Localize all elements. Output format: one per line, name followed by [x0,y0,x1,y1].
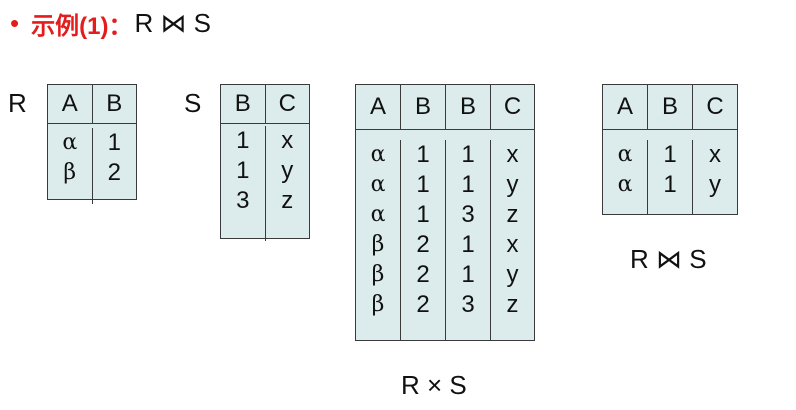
table-cell: z [506,291,519,318]
title-expression: R ⋈ S [134,7,212,38]
table-cell: 1 [416,201,430,228]
table-cell: α [370,172,386,197]
table-cell: x [506,141,519,168]
table-cell: x [281,127,294,154]
title-prefix: 示例(1)： [31,12,133,40]
table-column: x y [693,140,737,215]
relation-r-label: R [8,88,27,118]
table-cell: y [281,157,294,184]
table-cell: α [62,130,78,155]
table-cell: 1 [236,127,250,154]
relation-s-table: B C 1 1 3 x y z [220,84,310,241]
table-cell: 1 [461,231,475,258]
header-cell: B [221,85,266,123]
table-cell: y [506,171,519,198]
table-column: 1 1 3 1 1 3 [446,140,491,341]
table-cell: α [617,142,633,167]
table-cell: α [370,142,386,167]
table-cell: z [281,187,294,214]
join-caption: R ⋈ S [630,244,707,274]
table-column: α α α β β β [356,140,401,341]
join-table: A B C α α 1 1 x y [602,84,738,215]
table-cell: 2 [416,231,430,258]
table-header: A B B C [356,85,534,130]
header-cell: B [648,85,693,129]
header-cell: C [706,93,724,120]
table-cell: z [506,201,519,228]
table-column: x y z x y z [491,140,534,341]
header-cell: A [48,85,93,123]
table-column: α α [603,140,648,215]
table-column: 1 1 1 2 2 2 [401,140,446,341]
table-column: 1 2 [93,128,137,204]
table-column: α β [48,128,93,204]
table-cell: 1 [461,171,475,198]
table-header: A B [48,85,136,124]
table-column: 1 1 [648,140,693,215]
table-header: A B C [603,85,737,130]
table-cell: 1 [107,129,121,156]
slide-title: • 示例(1)： R ⋈ S [10,6,211,40]
header-cell: B [401,85,446,129]
table-cell: 2 [107,159,121,186]
header-cell: C [503,93,522,120]
header-cell: B [446,85,491,129]
table-cell: β [63,160,77,185]
table-cell: 2 [416,291,430,318]
table-cell: x [709,141,721,168]
table-cell: 1 [663,171,677,198]
table-header: B C [221,85,309,124]
table-cell: 3 [461,291,475,318]
table-cell: 1 [663,141,677,168]
table-cell: 1 [416,141,430,168]
table-cell: 1 [236,157,250,184]
table-cell: α [617,172,633,197]
table-cell: β [371,292,385,317]
table-column: x y z [266,126,310,241]
header-cell: A [356,85,401,129]
table-cell: 2 [416,261,430,288]
product-caption: R × S [401,370,467,400]
table-cell: y [709,171,721,198]
relation-s-label: S [184,88,202,118]
table-cell: β [371,232,385,257]
table-column: 1 1 3 [221,126,266,241]
header-cell: A [603,85,648,129]
table-cell: 1 [461,261,475,288]
relation-r-table: A B α β 1 2 [47,84,137,204]
table-cell: α [370,202,386,227]
header-cell: C [278,90,296,117]
table-cell: x [506,231,519,258]
table-cell: 3 [236,187,250,214]
table-cell: 1 [416,171,430,198]
table-cell: y [506,261,519,288]
bullet-point: • [10,8,20,38]
header-cell: B [106,90,123,117]
table-cell: β [371,262,385,287]
table-cell: 3 [461,201,475,228]
table-cell: 1 [461,141,475,168]
product-table: A B B C α α α β β β 1 1 1 2 2 2 1 1 3 1 … [355,84,535,341]
